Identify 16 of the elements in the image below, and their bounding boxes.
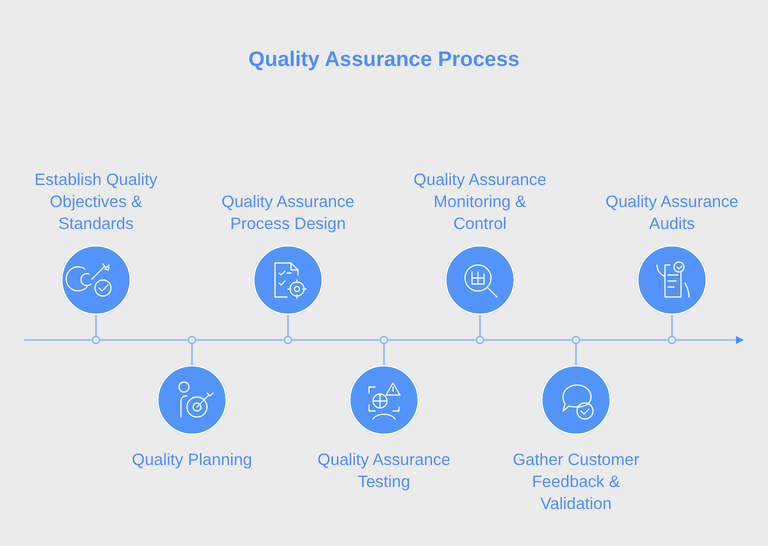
step-label: Quality Planning xyxy=(130,450,254,471)
step-label: Quality Assurance Monitoring & Control xyxy=(412,170,548,235)
step-label: Gather Customer Feedback & Validation xyxy=(512,450,640,515)
connector-line xyxy=(668,315,676,344)
connector-line xyxy=(188,336,196,365)
connector-line xyxy=(380,336,388,365)
connector-line xyxy=(572,336,580,365)
step-label: Quality Assurance Process Design xyxy=(220,192,356,235)
connector-line xyxy=(284,315,292,344)
connector-line xyxy=(92,315,100,344)
step-label: Establish Quality Objectives & Standards xyxy=(34,170,158,235)
timeline-arrow xyxy=(24,336,744,344)
connector-line xyxy=(476,315,484,344)
diagram-title: Quality Assurance Process xyxy=(247,48,521,72)
step-label: Quality Assurance Audits xyxy=(604,192,740,235)
step-label: Quality Assurance Testing xyxy=(316,450,452,493)
